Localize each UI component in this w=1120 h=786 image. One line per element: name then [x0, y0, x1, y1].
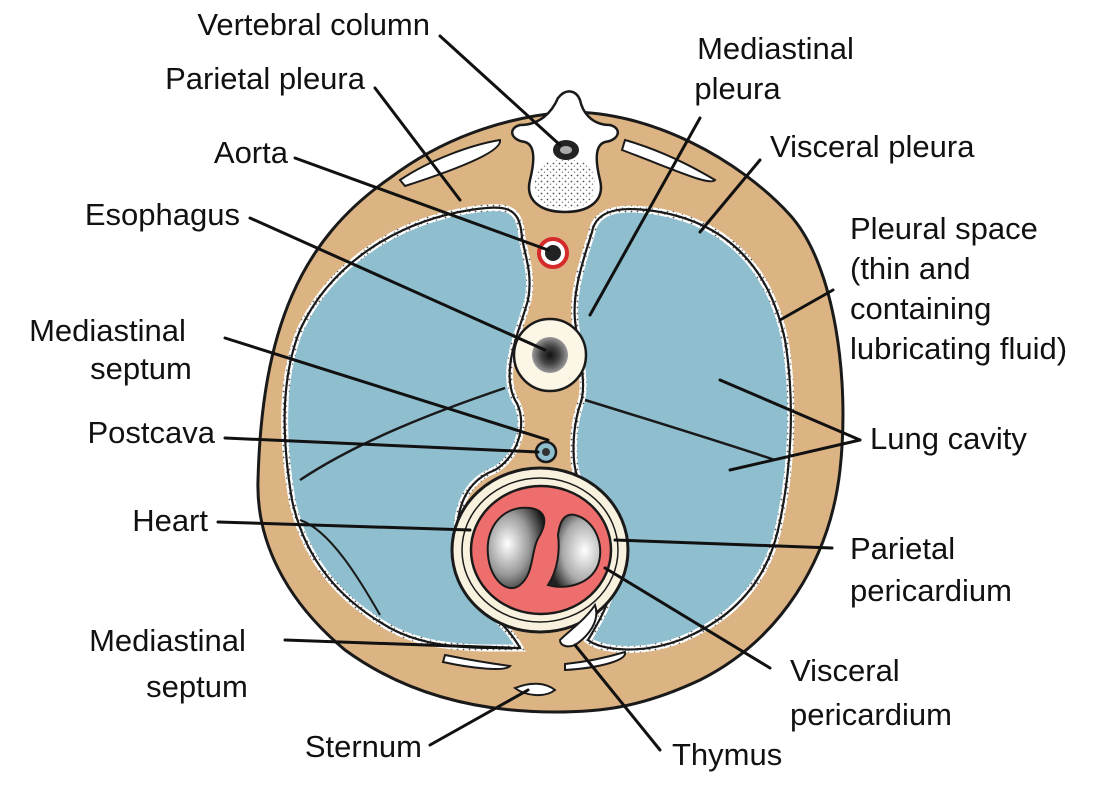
- label-pleural-space-line3: containing: [850, 290, 991, 327]
- label-parietal-pericardium-line2: pericardium: [850, 572, 1012, 609]
- label-mediastinal-pleura-line2: pleura: [630, 70, 845, 107]
- label-visceral-pericardium-line1: Visceral: [790, 652, 900, 689]
- label-thymus: Thymus: [672, 736, 782, 773]
- label-pleural-space-line4: lubricating fluid): [850, 330, 1067, 367]
- label-mediastinal-pleura-line1: Mediastinal: [668, 30, 883, 67]
- label-aorta: Aorta: [110, 134, 288, 171]
- label-esophagus: Esophagus: [40, 196, 240, 233]
- label-sternum: Sternum: [200, 728, 422, 765]
- label-visceral-pleura: Visceral pleura: [770, 128, 974, 165]
- label-parietal-pleura: Parietal pleura: [60, 60, 365, 97]
- label-mediastinal-septum-lower-line1: Mediastinal: [60, 622, 275, 659]
- label-heart: Heart: [60, 502, 208, 539]
- label-mediastinal-septum-upper-line1: Mediastinal: [0, 312, 215, 349]
- label-lung-cavity: Lung cavity: [870, 420, 1027, 457]
- label-postcava: Postcava: [20, 414, 215, 451]
- label-visceral-pericardium-line2: pericardium: [790, 696, 952, 733]
- label-parietal-pericardium-line1: Parietal: [850, 530, 955, 567]
- label-pleural-space-line2: (thin and: [850, 250, 971, 287]
- label-vertebral-column: Vertebral column: [110, 6, 430, 43]
- label-mediastinal-septum-lower-line2: septum: [60, 668, 334, 705]
- label-mediastinal-septum-upper-line2: septum: [0, 350, 282, 387]
- label-pleural-space-line1: Pleural space: [850, 210, 1038, 247]
